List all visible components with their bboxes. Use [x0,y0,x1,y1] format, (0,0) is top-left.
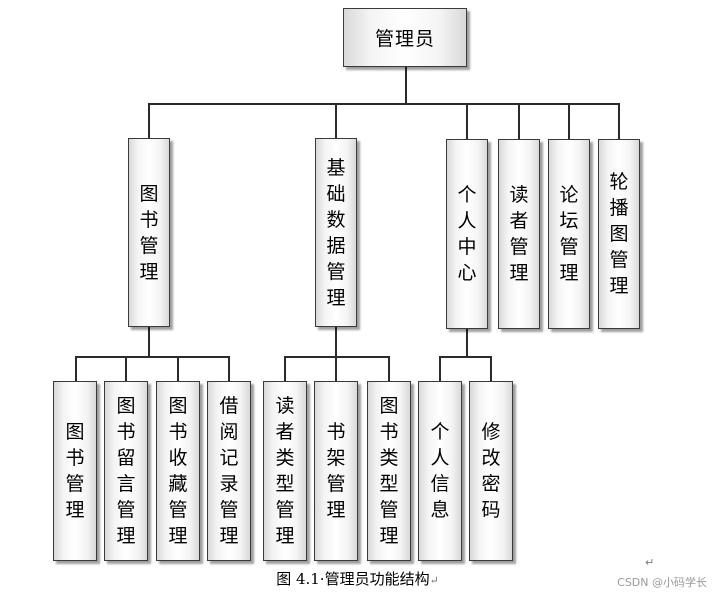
figure-caption-text: 图 4.1·管理员功能结构 [276,570,430,588]
connector [466,103,468,139]
connector [148,103,619,105]
connector [405,67,407,104]
node-bookshelf-management: 书架管理 [314,381,358,561]
connector [148,103,150,139]
connector [125,356,127,382]
node-label: 图书收藏管理 [168,395,188,547]
connector [568,103,570,139]
node-carousel-management: 轮播图管理 [598,139,640,329]
connector [439,356,492,358]
connector [228,356,230,382]
connector [335,103,337,139]
paragraph-mark: ↵ [429,574,439,587]
node-label: 个人信息 [430,421,450,521]
node-book-favorite-management: 图书收藏管理 [156,381,200,561]
watermark: CSDN @小码学长 [617,576,707,589]
connector [618,103,620,139]
connector [177,356,179,382]
paragraph-mark: ↵ [645,556,655,569]
node-personal-info: 个人信息 [418,381,462,561]
node-label: 借阅记录管理 [219,395,239,547]
connector [75,356,77,382]
node-label: 图书留言管理 [116,395,136,547]
node-book-management: 图书管理 [128,138,170,327]
node-label: 书架管理 [326,421,346,521]
connector [335,356,337,382]
connector [148,327,150,357]
admin-root-label: 管理员 [374,28,435,50]
node-forum-management: 论坛管理 [548,139,590,329]
node-label: 图书管理 [65,421,85,521]
node-label: 论坛管理 [559,184,579,284]
connector [284,356,390,358]
node-book-list-management: 图书管理 [53,381,97,561]
node-label: 轮播图管理 [609,171,629,297]
connector [388,356,390,382]
node-label: 修改密码 [481,421,501,521]
connector [335,327,337,357]
node-label: 图书管理 [139,182,159,283]
connector [75,356,230,358]
node-label: 个人中心 [457,184,477,284]
node-label: 读者类型管理 [275,395,295,547]
admin-root-node: 管理员 [343,8,467,67]
figure-caption: 图 4.1·管理员功能结构↵ [0,568,715,589]
node-basic-data-management: 基础数据管理 [315,138,357,327]
connector [284,356,286,382]
connector [518,103,520,139]
connector [490,356,492,382]
node-reader-management: 读者管理 [498,139,540,329]
node-book-comment-management: 图书留言管理 [104,381,148,561]
node-personal-center: 个人中心 [446,139,488,329]
node-label: 图书类型管理 [379,395,399,547]
connector [439,356,441,382]
node-change-password: 修改密码 [469,381,513,561]
node-borrow-record-management: 借阅记录管理 [207,381,251,561]
node-label: 基础数据管理 [326,156,346,309]
node-reader-type-management: 读者类型管理 [263,381,307,561]
connector [466,329,468,357]
node-label: 读者管理 [509,184,529,284]
node-book-type-management: 图书类型管理 [367,381,411,561]
